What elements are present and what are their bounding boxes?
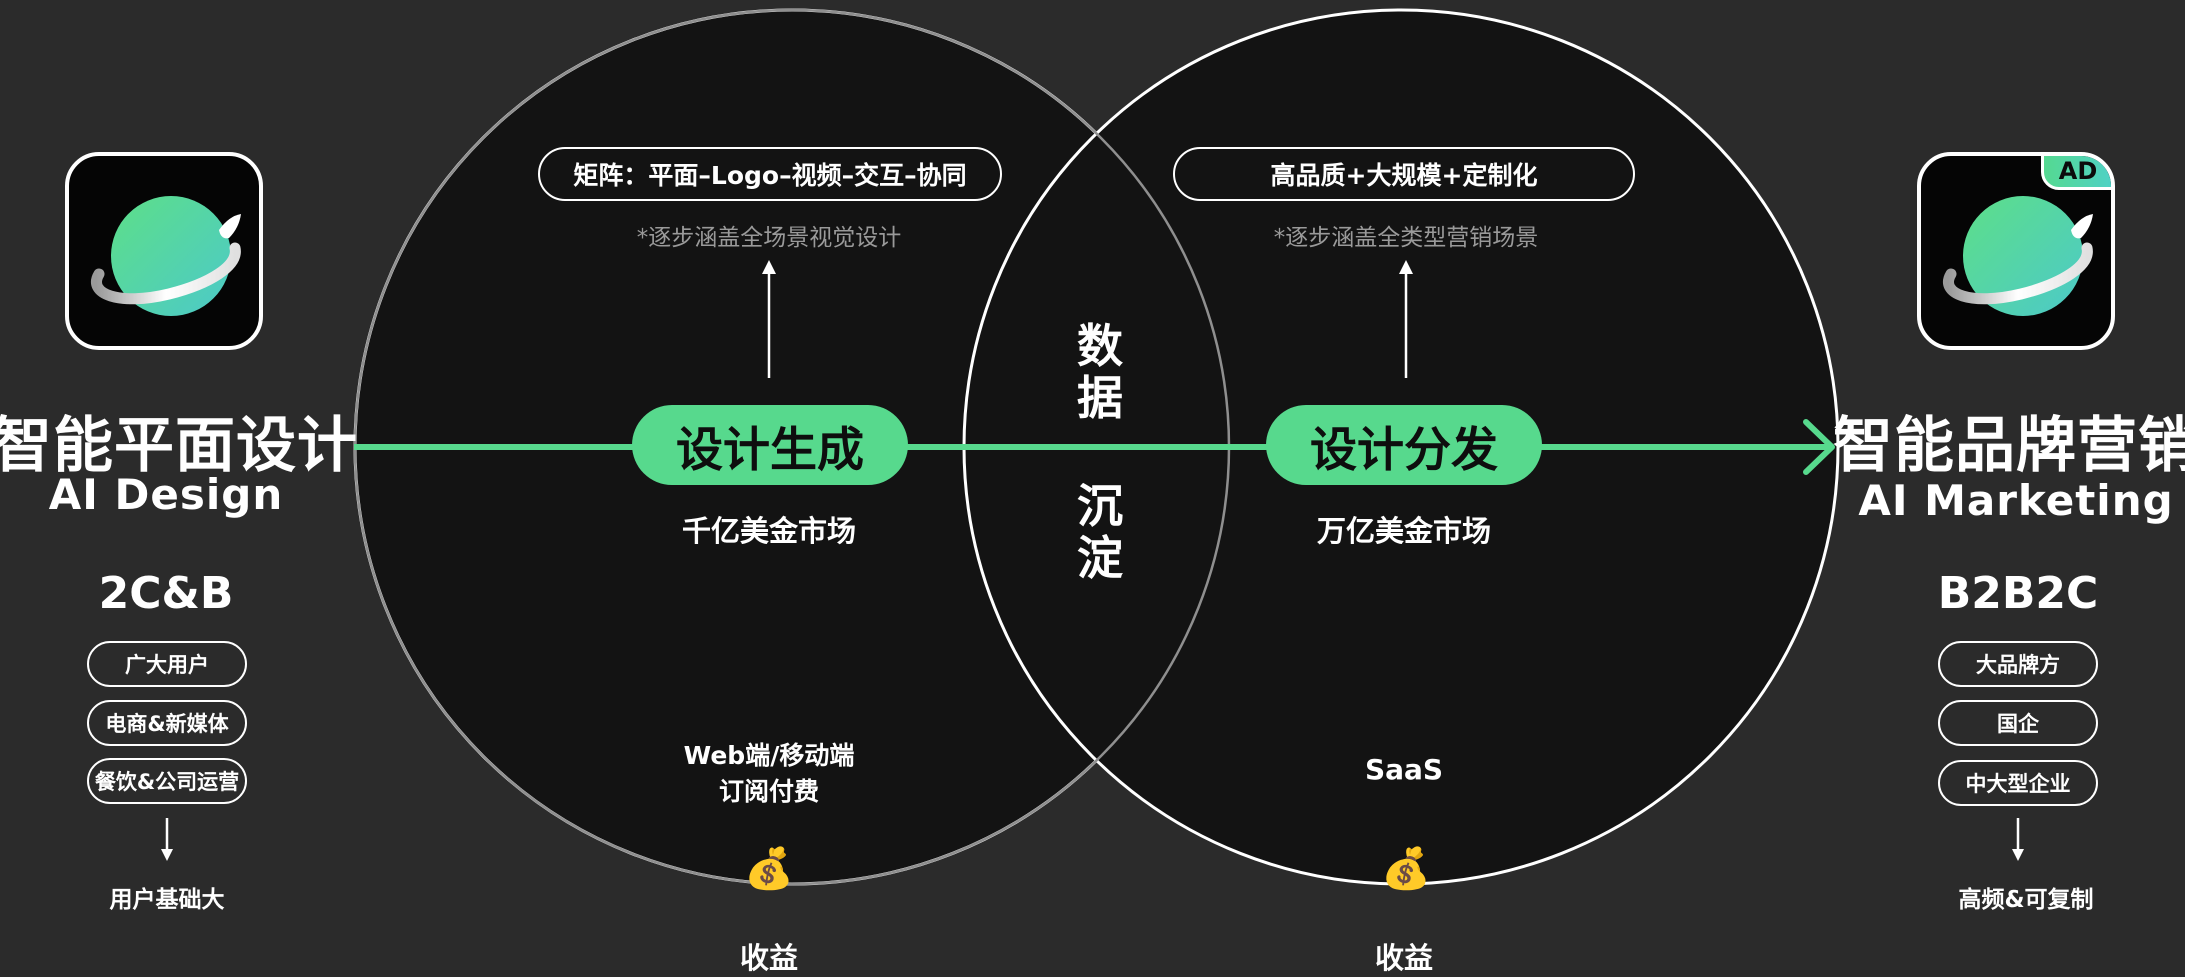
left-tag-label: 广大用户 bbox=[125, 653, 209, 677]
design-distribution-pill: 设计分发 bbox=[1266, 405, 1542, 485]
overlap-char-1: 数 bbox=[1077, 319, 1123, 373]
left-revenue-line1: Web端/移动端 bbox=[683, 741, 855, 770]
left-up-arrowhead bbox=[762, 260, 776, 274]
design-distribution-label: 设计分发 bbox=[1310, 422, 1498, 478]
planet-icon bbox=[91, 196, 241, 316]
overlap-char-4: 淀 bbox=[1077, 531, 1123, 585]
left-tag-mass-users: 广大用户 bbox=[87, 641, 247, 687]
right-income-label: 收益 bbox=[1374, 941, 1434, 975]
right-bottom-note: 高频&可复制 bbox=[1958, 887, 2094, 913]
right-down-arrowhead bbox=[2012, 849, 2024, 861]
right-tag-label: 中大型企业 bbox=[1965, 772, 2071, 796]
left-tag-ecommerce: 电商&新媒体 bbox=[87, 700, 247, 746]
right-market-size: 万亿美金市场 bbox=[1316, 514, 1492, 548]
left-income-label: 收益 bbox=[739, 941, 799, 975]
left-title: 智能平面设计 bbox=[0, 411, 358, 481]
right-tag-label: 国企 bbox=[1997, 712, 2039, 736]
ai-marketing-app-icon: AD bbox=[1917, 152, 2115, 350]
ai-design-app-icon bbox=[65, 152, 263, 350]
left-down-arrowhead bbox=[161, 849, 173, 861]
right-tag-soe: 国企 bbox=[1938, 700, 2098, 746]
overlap-char-3: 沉 bbox=[1077, 479, 1123, 533]
right-subtitle: AI Marketing bbox=[1858, 476, 2174, 525]
left-bottom-note: 用户基础大 bbox=[109, 887, 225, 913]
design-generation-pill: 设计生成 bbox=[632, 405, 908, 485]
left-market-size: 千亿美金市场 bbox=[681, 514, 857, 548]
left-top-pill-label: 矩阵：平面–Logo–视频–交互–协同 bbox=[573, 161, 967, 190]
left-top-pill: 矩阵：平面–Logo–视频–交互–协同 bbox=[538, 147, 1002, 201]
planet-icon bbox=[1943, 196, 2093, 316]
left-revenue-channel: Web端/移动端 订阅付费 bbox=[684, 738, 855, 810]
main-axis-arrowhead bbox=[1803, 419, 1835, 475]
right-note: *逐步涵盖全类型营销场景 bbox=[1273, 225, 1539, 251]
right-title: 智能品牌营销 bbox=[1833, 411, 2185, 481]
right-up-arrowhead bbox=[1399, 260, 1413, 274]
overlap-char-2: 据 bbox=[1077, 371, 1123, 425]
design-generation-label: 设计生成 bbox=[676, 422, 864, 478]
right-top-pill-label: 高品质+大规模+定制化 bbox=[1270, 161, 1538, 190]
ad-badge: AD bbox=[2041, 156, 2111, 190]
left-tag-catering: 餐饮&公司运营 bbox=[87, 758, 247, 804]
money-bag-icon: 💰 bbox=[744, 846, 794, 892]
right-tag-label: 大品牌方 bbox=[1976, 653, 2060, 677]
right-tag-large-enterprises: 中大型企业 bbox=[1938, 760, 2098, 806]
money-bag-icon: 💰 bbox=[1381, 846, 1431, 892]
right-tag-big-brands: 大品牌方 bbox=[1938, 641, 2098, 687]
left-tag-label: 电商&新媒体 bbox=[105, 712, 229, 736]
left-note: *逐步涵盖全场景视觉设计 bbox=[636, 225, 902, 251]
right-top-pill: 高品质+大规模+定制化 bbox=[1173, 147, 1635, 201]
left-tag-label: 餐饮&公司运营 bbox=[94, 770, 240, 794]
right-business-model: B2B2C bbox=[1937, 568, 2099, 619]
left-subtitle: AI Design bbox=[48, 470, 284, 519]
left-revenue-line2: 订阅付费 bbox=[718, 777, 820, 806]
right-revenue-channel: SaaS bbox=[1364, 753, 1444, 786]
left-business-model: 2C&B bbox=[98, 568, 234, 619]
